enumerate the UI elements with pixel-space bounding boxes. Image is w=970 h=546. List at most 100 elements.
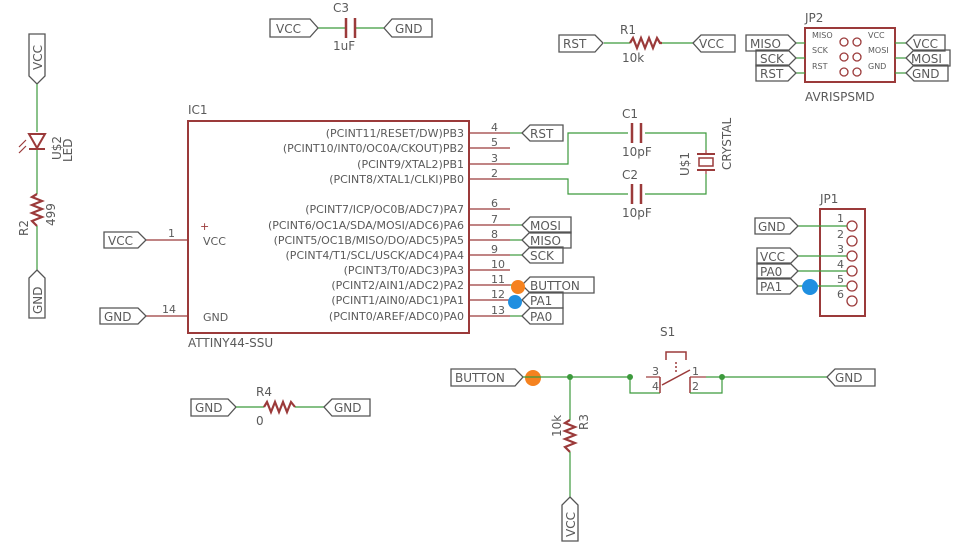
ic1-pin-row: (PCINT2/AIN1/ADC2)PA2 11 <box>331 273 510 292</box>
svg-text:GND: GND <box>758 220 786 234</box>
marker-blue-dot <box>802 279 818 295</box>
svg-text:R3: R3 <box>577 414 591 430</box>
net-label-button: BUTTON <box>450 368 524 387</box>
svg-text:MOSI: MOSI <box>530 219 561 233</box>
svg-text:(PCINT1/AIN0/ADC1)PA1: (PCINT1/AIN0/ADC1)PA1 <box>331 294 464 307</box>
svg-text:5: 5 <box>837 273 844 286</box>
c3-capacitor: C3 1uF <box>318 1 384 53</box>
net-label-mosi: MOSI <box>521 216 572 234</box>
svg-text:6: 6 <box>491 197 498 210</box>
net-label-vcc: VCC <box>756 247 799 265</box>
svg-text:MOSI: MOSI <box>868 46 889 55</box>
svg-text:14: 14 <box>162 303 176 316</box>
r2-value: 499 <box>44 203 58 226</box>
led-diode: U$2 LED <box>18 133 75 162</box>
svg-text:MISO: MISO <box>812 31 833 40</box>
svg-text:GND: GND <box>395 22 423 36</box>
svg-text:SCK: SCK <box>530 249 555 263</box>
net-label-mosi: MOSI <box>905 49 951 67</box>
svg-text:C1: C1 <box>622 107 638 121</box>
svg-text:+: + <box>200 220 209 233</box>
net-label-pa0: PA0 <box>521 307 564 325</box>
r1-resistor: R1 10k <box>604 23 693 65</box>
svg-text:PA0: PA0 <box>760 265 782 279</box>
net-label-sck: SCK <box>521 246 564 264</box>
ic1-pin-row: (PCINT10/INT0/OC0A/CKOUT)PB2 5 <box>283 136 510 155</box>
svg-text:C2: C2 <box>622 168 638 182</box>
svg-text:4: 4 <box>491 121 498 134</box>
net-label-gnd: GND <box>28 269 46 319</box>
svg-text:13: 13 <box>491 304 505 317</box>
svg-text:VCC: VCC <box>868 31 885 40</box>
crystal-oscillator: U$1 CRYSTAL <box>678 117 734 176</box>
svg-text:0: 0 <box>256 414 264 428</box>
svg-text:4: 4 <box>652 380 659 393</box>
svg-text:PA1: PA1 <box>760 280 782 294</box>
svg-text:VCC: VCC <box>31 45 45 70</box>
svg-text:(PCINT10/INT0/OC0A/CKOUT)PB2: (PCINT10/INT0/OC0A/CKOUT)PB2 <box>283 142 464 155</box>
marker-blue-dot <box>508 295 522 309</box>
svg-text:8: 8 <box>491 228 498 241</box>
net-label-vcc: VCC <box>905 34 946 52</box>
svg-text:S1: S1 <box>660 325 675 339</box>
r4-resistor: R4 0 <box>256 385 296 428</box>
net-label-gnd: GND <box>383 18 433 38</box>
ic1-pin-row: (PCINT5/OC1B/MISO/DO/ADC5)PA5 8 <box>274 228 510 247</box>
ic1-pin-row: (PCINT9/XTAL2)PB1 3 <box>357 152 510 171</box>
svg-text:(PCINT5/OC1B/MISO/DO/ADC5)PA5: (PCINT5/OC1B/MISO/DO/ADC5)PA5 <box>274 234 464 247</box>
s1-switch: S1 3 4 1 2 <box>646 325 706 393</box>
svg-text:(PCINT8/XTAL1/CLKI)PB0: (PCINT8/XTAL1/CLKI)PB0 <box>329 173 464 186</box>
ic1-value: ATTINY44-SSU <box>188 336 273 350</box>
svg-text:(PCINT3/T0/ADC3)PA3: (PCINT3/T0/ADC3)PA3 <box>344 264 464 277</box>
svg-text:6: 6 <box>837 288 844 301</box>
svg-text:(PCINT0/AREF/ADC0)PA0: (PCINT0/AREF/ADC0)PA0 <box>329 310 464 323</box>
c3-name: C3 <box>333 1 349 15</box>
svg-text:RST: RST <box>530 127 554 141</box>
net-label-miso: MISO <box>521 231 572 249</box>
net-label-sck: SCK <box>755 49 797 67</box>
ic1-chip: IC1 ATTINY44-SSU + VCC GND 1 14 <box>146 103 470 350</box>
svg-text:10pF: 10pF <box>622 206 652 220</box>
net-label-gnd: GND <box>99 307 147 325</box>
jp2-value: AVRISPSMD <box>805 90 875 104</box>
ic1-gnd-pin: GND <box>203 311 228 324</box>
svg-text:VCC: VCC <box>913 37 938 51</box>
net-label-pa1: PA1 <box>756 277 799 295</box>
svg-text:RST: RST <box>563 37 587 51</box>
svg-text:VCC: VCC <box>108 234 133 248</box>
svg-text:VCC: VCC <box>276 22 301 36</box>
net-label-pa1: PA1 <box>521 291 564 309</box>
ic1-pin-row: (PCINT7/ICP/OC0B/ADC7)PA7 6 <box>305 197 510 216</box>
ic1-pin-row: (PCINT3/T0/ADC3)PA3 10 <box>344 258 510 277</box>
net-label-miso: MISO <box>745 34 797 52</box>
svg-text:3: 3 <box>837 243 844 256</box>
c1-capacitor: C1 10pF <box>622 107 652 159</box>
svg-text:GND: GND <box>195 401 223 415</box>
net-label-gnd: GND <box>826 368 876 387</box>
net-label-vcc: VCC <box>28 33 46 85</box>
jp1-connector: JP1 1 2 3 4 5 6 <box>798 192 866 317</box>
svg-text:VCC: VCC <box>699 37 724 51</box>
ic1-pin-row: (PCINT4/T1/SCL/USCK/ADC4)PA4 9 <box>286 243 510 262</box>
svg-text:10k: 10k <box>550 415 564 437</box>
net-label-button: BUTTON <box>521 276 595 294</box>
svg-text:VCC: VCC <box>760 250 785 264</box>
net-label-gnd: GND <box>190 398 237 417</box>
net-label-vcc: VCC <box>103 231 147 249</box>
svg-text:1: 1 <box>168 227 175 240</box>
svg-text:RST: RST <box>812 62 828 71</box>
svg-text:3: 3 <box>652 365 659 378</box>
svg-text:MISO: MISO <box>530 234 561 248</box>
net-label-gnd: GND <box>905 64 949 82</box>
svg-text:(PCINT9/XTAL2)PB1: (PCINT9/XTAL2)PB1 <box>357 158 464 171</box>
svg-text:1: 1 <box>692 365 699 378</box>
svg-text:1: 1 <box>837 212 844 225</box>
svg-text:U$1: U$1 <box>678 152 692 176</box>
svg-text:(PCINT11/RESET/DW)PB3: (PCINT11/RESET/DW)PB3 <box>326 127 464 140</box>
net-label-rst: RST <box>755 64 797 82</box>
led-name: U$2 <box>50 136 64 160</box>
marker-orange-dot <box>525 370 541 386</box>
svg-text:3: 3 <box>491 152 498 165</box>
r1-name: R1 <box>620 23 636 37</box>
